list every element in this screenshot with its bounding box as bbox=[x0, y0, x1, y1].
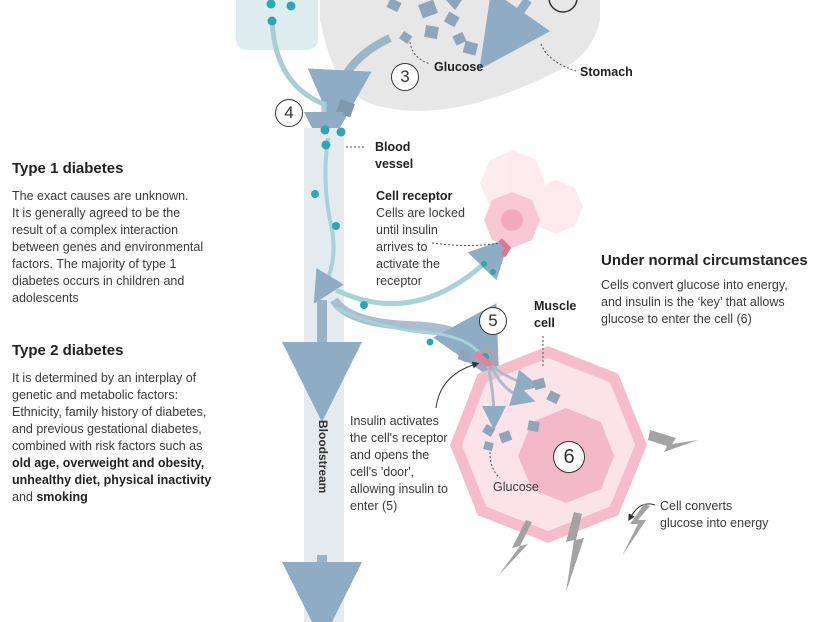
type1-description: The exact causes are unknown. It is gene… bbox=[12, 188, 203, 307]
insulin-line: the cell's receptor bbox=[350, 431, 448, 445]
type1-title: Type 1 diabetes bbox=[12, 160, 124, 177]
label-muscle-cell-1: Muscle bbox=[534, 299, 577, 313]
type2-risk-factors-2: unhealthy diet, physical inactivity bbox=[12, 473, 212, 487]
insulin-activates-description: Insulin activates the cell's receptor an… bbox=[350, 413, 448, 515]
glucose-top-leader bbox=[409, 41, 431, 65]
insulin-path bbox=[313, 137, 344, 304]
insulin-line: and opens the bbox=[350, 448, 430, 462]
type1-line: It is generally agreed to be the bbox=[12, 206, 181, 220]
type2-line: combined with risk factors such as bbox=[12, 439, 203, 453]
type2-title: Type 2 diabetes bbox=[12, 342, 124, 359]
type2-description: It is determined by an interplay of gene… bbox=[12, 370, 211, 506]
insulin-line: Insulin activates bbox=[350, 414, 439, 428]
normal-circumstances-title: Under normal circumstances bbox=[601, 252, 808, 269]
type2-line: It is determined by an interplay of bbox=[12, 371, 197, 385]
branch-to-receptor bbox=[334, 237, 510, 307]
branch-to-muscle bbox=[330, 297, 500, 384]
normal-line: and insulin is the ‘key’ that allows bbox=[601, 295, 785, 309]
type2-smoking: smoking bbox=[36, 490, 88, 504]
glucose-arrow-3 bbox=[491, 364, 540, 394]
type2-line: and previous gestational diabetes, bbox=[12, 422, 202, 436]
type2-risk-factors-1: old age, overweight and obesity, bbox=[12, 456, 205, 470]
type2-line: genetic and metabolic factors: bbox=[12, 388, 179, 402]
label-blood-vessel-2: vessel bbox=[375, 157, 414, 171]
insulin-line: allowing insulin to bbox=[350, 482, 448, 496]
receptor-highlight-circle bbox=[476, 349, 496, 369]
energy-leader bbox=[628, 503, 656, 522]
stomach-glucose-cubes bbox=[386, 0, 479, 56]
type1-line: factors. The majority of type 1 bbox=[12, 257, 177, 271]
cell-receptor-line: receptor bbox=[376, 274, 422, 288]
insulin-leader bbox=[435, 361, 480, 409]
stomach-leader bbox=[540, 43, 577, 72]
insulin-line: cell's 'door', bbox=[350, 465, 415, 479]
branch-to-muscle-teal bbox=[335, 306, 482, 355]
label-glucose-bottom: Glucose bbox=[493, 480, 539, 494]
receptor-cell-lock bbox=[498, 238, 512, 258]
cell-receptor-line: activate the bbox=[376, 257, 440, 271]
pancreas-arrow bbox=[269, 19, 344, 152]
label-stomach: Stomach bbox=[580, 65, 633, 79]
label-bloodstream: Bloodstream bbox=[316, 420, 330, 494]
normal-circumstances-description: Cells convert glucose into energy, and i… bbox=[601, 277, 788, 328]
step-number-6: 6 bbox=[553, 441, 585, 473]
cell-receptor-description: Cells are locked until insulin arrives t… bbox=[376, 205, 465, 290]
energy-bolts bbox=[498, 430, 698, 592]
cell-receptor-line: Cells are locked bbox=[376, 206, 465, 220]
label-muscle-cell-2: cell bbox=[534, 316, 555, 330]
type1-line: adolescents bbox=[12, 291, 79, 305]
type1-line: diabetes occurs in children and bbox=[12, 274, 185, 288]
type2-line: Ethnicity, family history of diabetes, bbox=[12, 405, 207, 419]
step-number-5: 5 bbox=[479, 307, 507, 335]
label-cell-converts-2: glucose into energy bbox=[660, 516, 769, 530]
type1-line: The exact causes are unknown. bbox=[12, 189, 189, 203]
muscle-glucose-cubes bbox=[457, 349, 561, 452]
step-number-3: 3 bbox=[391, 63, 419, 91]
normal-line: glucose to enter the cell (6) bbox=[601, 312, 752, 326]
receptor-cell-nucleus bbox=[501, 209, 523, 231]
faded-cells bbox=[480, 150, 583, 234]
normal-line: Cells convert glucose into energy, bbox=[601, 278, 788, 292]
insulin-line: enter (5) bbox=[350, 499, 398, 513]
glucose-arrow-2 bbox=[490, 367, 536, 407]
insulin-molecules bbox=[266, 0, 496, 361]
type1-line: result of a complex interaction bbox=[12, 223, 179, 237]
step-circle-top bbox=[548, 0, 578, 13]
label-cell-receptor: Cell receptor bbox=[376, 189, 453, 203]
cell-receptor-line: arrives to bbox=[376, 240, 428, 254]
step-number-4: 4 bbox=[275, 99, 303, 127]
label-glucose-top: Glucose bbox=[434, 60, 484, 74]
receptor-leader bbox=[431, 242, 501, 246]
glucose-arrow-1 bbox=[481, 365, 506, 430]
stomach-to-vessel-arrow bbox=[307, 34, 392, 134]
label-blood-vessel-1: Blood bbox=[375, 140, 411, 154]
label-cell-converts-1: Cell converts bbox=[660, 499, 733, 513]
type2-and-word: and bbox=[12, 490, 33, 504]
type1-line: between genes and environmental bbox=[12, 240, 204, 254]
stomach-arrow bbox=[479, 0, 551, 70]
cell-receptor-line: until insulin bbox=[376, 223, 438, 237]
pancreas-shape bbox=[236, 0, 318, 50]
